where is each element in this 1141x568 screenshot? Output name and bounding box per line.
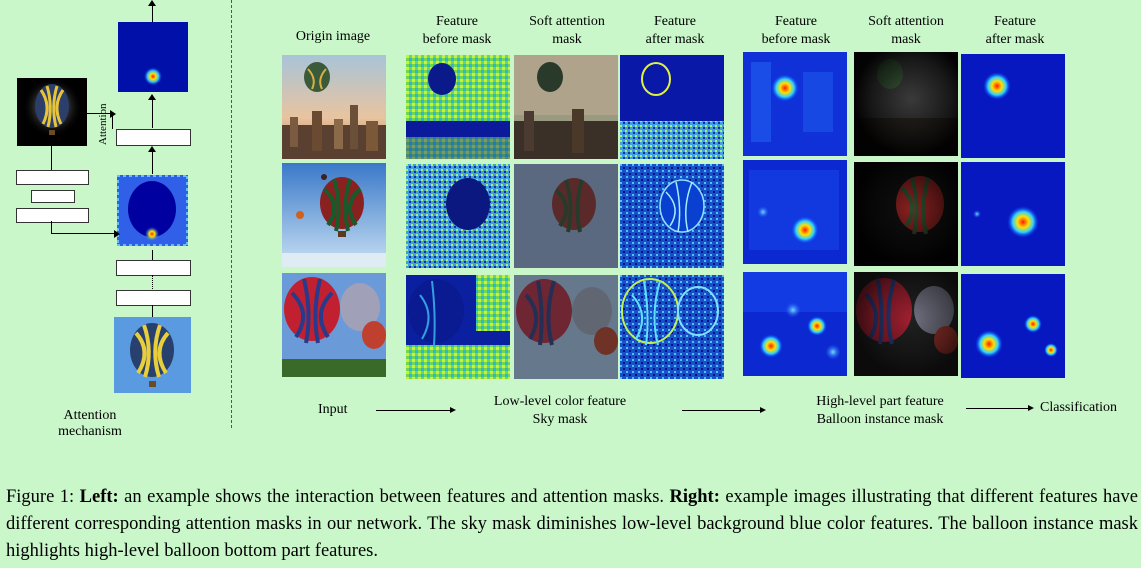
trunk-block-top xyxy=(116,129,191,146)
flow-arrow-2 xyxy=(682,410,762,411)
row1-low-feature-after xyxy=(620,55,724,159)
row3-origin xyxy=(282,273,386,377)
header-text: mask xyxy=(891,32,921,47)
row2-origin xyxy=(282,163,386,267)
input-balloon-image xyxy=(114,317,191,393)
flow-balloon-mask-text: Balloon instance mask xyxy=(816,412,944,427)
attention-text: Attention xyxy=(97,103,109,145)
row1-high-feature-after xyxy=(961,54,1065,158)
caption-right-bold: Right: xyxy=(669,487,720,507)
flow-arrowhead-1 xyxy=(450,407,456,413)
attention-label: Attention xyxy=(96,103,110,145)
arrow-up-top xyxy=(152,2,153,22)
header-text: Soft attention xyxy=(868,14,944,29)
panel-divider xyxy=(231,0,232,428)
branch-block-2 xyxy=(31,190,75,203)
flow-low-level-text: Low-level color feature xyxy=(493,394,627,409)
header-text: Feature xyxy=(994,14,1036,29)
header-high-soft-mask: Soft attention mask xyxy=(851,13,961,49)
row2-low-feature-before xyxy=(406,164,510,268)
header-text: Feature xyxy=(436,14,478,29)
flow-input: Input xyxy=(318,402,348,418)
row3-high-feature-before xyxy=(743,272,847,376)
row3-high-soft-mask xyxy=(854,272,958,376)
row2-high-feature-before xyxy=(743,160,847,264)
flow-low-level: Low-level color feature Sky mask xyxy=(470,393,650,429)
header-text: before mask xyxy=(761,32,831,47)
flow-arrow-1 xyxy=(376,410,452,411)
output-heatmap xyxy=(118,22,188,92)
flow-high-level: High-level part feature Balloon instance… xyxy=(790,393,970,429)
arrowhead-mid-up xyxy=(148,146,156,152)
header-origin-image: Origin image xyxy=(278,28,388,46)
header-text: mask xyxy=(552,32,582,47)
flow-high-level-text: High-level part feature xyxy=(816,394,944,409)
row1-low-soft-mask xyxy=(514,55,618,159)
trunk-line-1 xyxy=(152,250,153,260)
header-high-feature-before: Feature before mask xyxy=(741,13,851,49)
row3-low-feature-after xyxy=(620,275,724,379)
trunk-line-3 xyxy=(152,305,153,317)
flow-classification: Classification xyxy=(1040,400,1117,416)
flow-arrow-3 xyxy=(966,408,1030,409)
arrow-trunk-up xyxy=(152,98,153,128)
header-text: Feature xyxy=(654,14,696,29)
row1-high-soft-mask xyxy=(854,52,958,156)
caption-right-text: example images illustrating that differe… xyxy=(6,487,1138,561)
trunk-line-2 xyxy=(152,275,154,289)
panel-label-text: Attention mechanism xyxy=(58,408,122,439)
header-text: after mask xyxy=(645,32,705,47)
header-text: Feature xyxy=(775,14,817,29)
figure-caption: Figure 1: Left: an example shows the int… xyxy=(6,484,1138,565)
flow-sky-mask-text: Sky mask xyxy=(532,412,588,427)
header-text: before mask xyxy=(422,32,492,47)
branch-block-1 xyxy=(16,170,89,185)
row1-origin xyxy=(282,55,386,159)
header-high-feature-after: Feature after mask xyxy=(960,13,1070,49)
attention-balloon-image xyxy=(17,78,87,146)
row2-low-soft-mask xyxy=(514,164,618,268)
flow-arrowhead-2 xyxy=(760,407,766,413)
trunk-block-mid xyxy=(116,260,191,276)
arrowhead-attention xyxy=(110,110,116,118)
header-low-feature-after: Feature after mask xyxy=(620,13,730,49)
row3-low-soft-mask xyxy=(514,275,618,379)
header-text: Soft attention xyxy=(529,14,605,29)
branch-block-3 xyxy=(16,208,89,223)
branch-connector-right xyxy=(51,233,117,234)
flow-arrowhead-3 xyxy=(1028,405,1034,411)
arrow-mid-up xyxy=(152,150,153,174)
header-low-feature-before: Feature before mask xyxy=(402,13,512,49)
arrow-attention xyxy=(87,113,112,114)
row1-low-feature-before xyxy=(406,55,510,159)
row3-high-feature-after xyxy=(961,274,1065,378)
header-low-soft-mask: Soft attention mask xyxy=(512,13,622,49)
flow-input-text: Input xyxy=(318,402,348,417)
caption-prefix: Figure 1: xyxy=(6,487,80,507)
trunk-block-low xyxy=(116,290,191,306)
row2-high-feature-after xyxy=(961,162,1065,266)
flow-classification-text: Classification xyxy=(1040,400,1117,415)
branch-arrowhead xyxy=(114,230,120,238)
row1-high-feature-before xyxy=(743,52,847,156)
branch-connector-left xyxy=(51,146,52,170)
arrowhead-trunk-up xyxy=(148,94,156,100)
attention-mechanism-label: Attention mechanism xyxy=(30,408,150,440)
row2-high-soft-mask xyxy=(854,162,958,266)
caption-left-text: an example shows the interaction between… xyxy=(118,487,670,507)
arrowhead-top xyxy=(148,0,156,6)
header-text: after mask xyxy=(985,32,1045,47)
row3-low-feature-before xyxy=(406,275,510,379)
header-text: Origin image xyxy=(295,29,371,44)
middle-feature-map xyxy=(115,173,190,248)
caption-left-bold: Left: xyxy=(79,487,119,507)
attention-link xyxy=(112,113,113,129)
row2-low-feature-after xyxy=(620,164,724,268)
branch-connector-down xyxy=(51,221,52,233)
